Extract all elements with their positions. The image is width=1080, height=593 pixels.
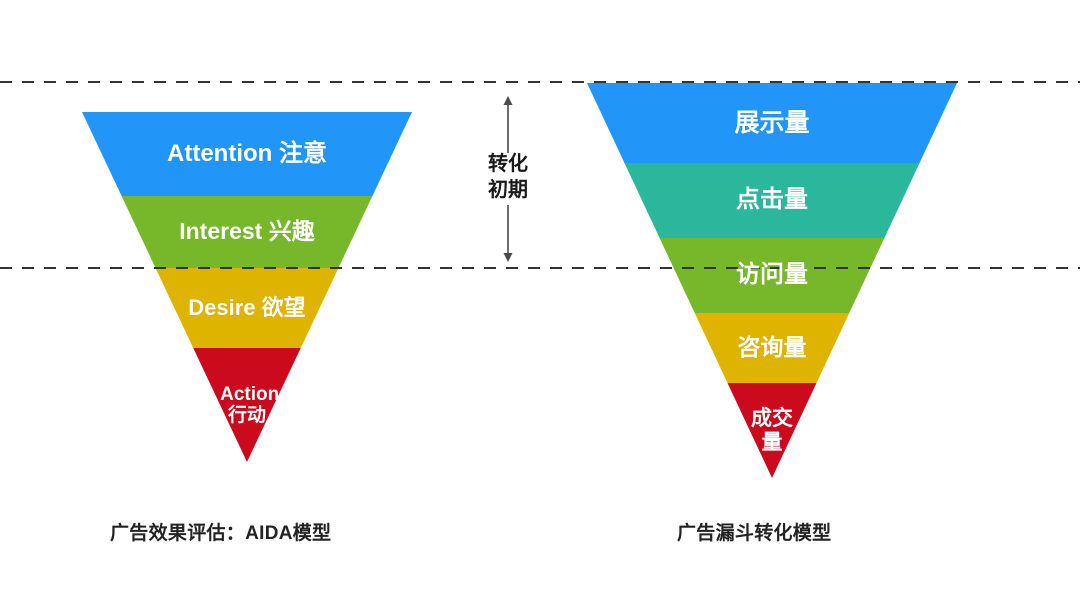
funnel-segment-interest[interactable]: [121, 196, 373, 268]
funnel-segment-deals[interactable]: [727, 383, 817, 478]
conversion-stage-arrow: [503, 96, 513, 262]
funnel-segment-clicks[interactable]: [624, 163, 920, 238]
funnel-segment-attention[interactable]: [82, 112, 412, 196]
funnel-segment-visits[interactable]: [659, 238, 885, 313]
arrow-head-up: [503, 96, 513, 105]
funnel-shapes: [82, 83, 957, 478]
funnel-segment-action[interactable]: [193, 348, 301, 462]
funnel-segment-impressions[interactable]: [587, 83, 957, 163]
funnel-segment-consultations[interactable]: [694, 313, 850, 383]
funnel-segment-desire[interactable]: [155, 268, 339, 348]
middle-annotation-label: 转化 初期: [488, 153, 528, 201]
arrow-head-down: [503, 253, 513, 262]
dashed-guide-lines: [0, 81, 1080, 269]
caption-right: 广告漏斗转化模型: [677, 523, 832, 544]
caption-left: 广告效果评估：AIDA模型: [110, 523, 332, 544]
